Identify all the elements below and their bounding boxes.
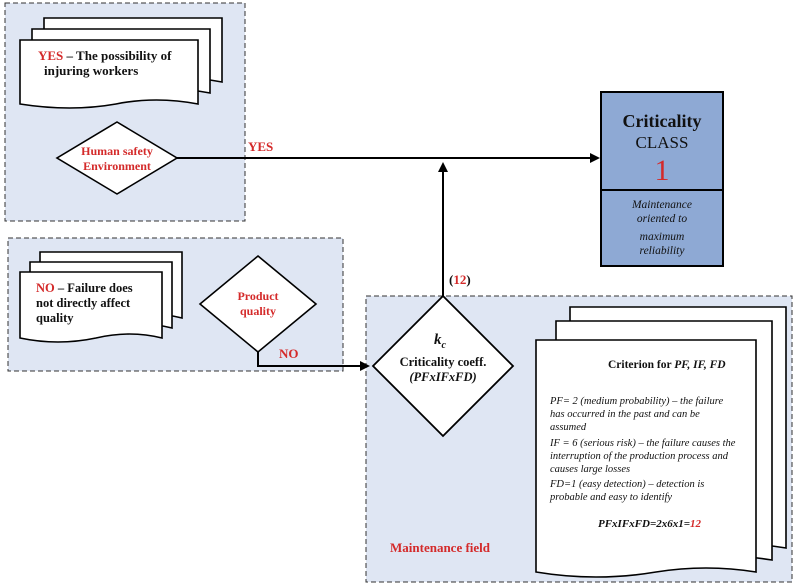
safety-decision-diamond bbox=[55, 121, 179, 195]
criterion-document-stack bbox=[535, 306, 787, 578]
criterion-if-line3: causes large losses bbox=[550, 464, 630, 475]
no-arrow-label: NO bbox=[279, 346, 299, 361]
quality-diamond-line2: quality bbox=[240, 304, 276, 318]
quality-document-text-line3: quality bbox=[36, 311, 74, 325]
safety-diamond-line2: Environment bbox=[83, 159, 151, 173]
criterion-title: Criterion for PF, IF, FD bbox=[608, 359, 726, 371]
kc-value-label: (12) bbox=[449, 272, 471, 287]
safety-document-stack bbox=[19, 17, 223, 109]
criterion-fd-line2: probable and easy to identify bbox=[549, 492, 672, 503]
criterion-pf-line2: has occurred in the past and can be bbox=[550, 409, 700, 420]
criticality-class-title-line1: Criticality bbox=[623, 111, 702, 131]
criterion-fd-line1: FD=1 (easy detection) – detection is bbox=[549, 479, 704, 490]
no-arrow bbox=[257, 352, 370, 371]
maintenance-field-label: Maintenance field bbox=[390, 540, 491, 555]
kc-label: Criticality coeff. bbox=[400, 355, 487, 369]
criterion-if-line1: IF = 6 (serious risk) – the failure caus… bbox=[549, 438, 736, 449]
safety-document-text-line1: YES – The possibility of bbox=[38, 48, 172, 63]
class-desc-line2: oriented to bbox=[637, 213, 687, 225]
criterion-formula: PFxIFxFD=2x6x1=12 bbox=[598, 518, 702, 530]
kc-diamond bbox=[371, 294, 515, 438]
class-desc-line3: maximum bbox=[640, 231, 685, 243]
kc-formula: (PFxIFxFD) bbox=[409, 370, 476, 384]
safety-document-text-line2: injuring workers bbox=[44, 63, 138, 78]
class-desc-line4: reliability bbox=[640, 245, 686, 257]
criticality-class-title-line2: CLASS bbox=[636, 133, 689, 152]
quality-document-text-line2: not directly affect bbox=[36, 296, 131, 310]
criterion-if-line2: interruption of the production process a… bbox=[550, 451, 729, 462]
quality-diamond-line1: Product bbox=[237, 289, 278, 303]
kc-symbol: kc bbox=[434, 332, 447, 351]
safety-diamond-line1: Human safety bbox=[81, 144, 153, 158]
class-desc-line1: Maintenance bbox=[631, 199, 692, 211]
criticality-class-number: 1 bbox=[655, 154, 670, 187]
criterion-pf-line3: assumed bbox=[550, 422, 587, 433]
quality-document-text-line1: NO – Failure does bbox=[36, 281, 133, 295]
quality-document-stack bbox=[19, 251, 183, 343]
yes-arrow-label: YES bbox=[248, 139, 273, 154]
criterion-pf-line1: PF= 2 (medium probability) – the failure bbox=[549, 396, 723, 407]
criticality-class-box bbox=[600, 91, 724, 267]
